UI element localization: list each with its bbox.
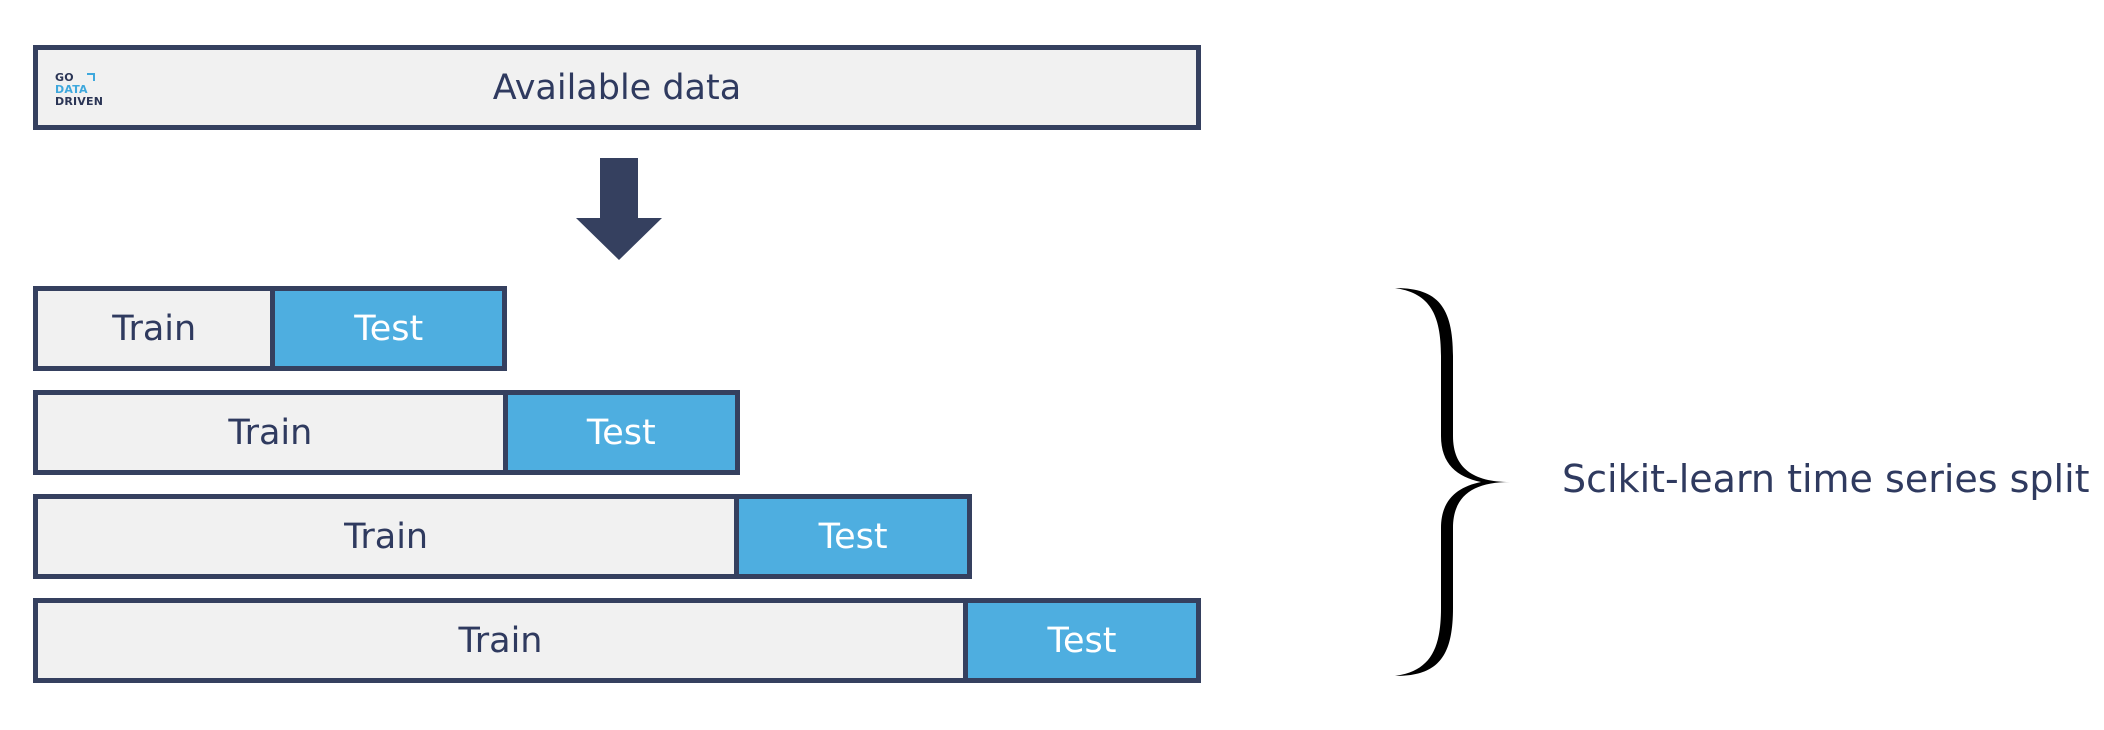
split-row-1: Train Test <box>33 286 507 371</box>
split-row-2: Train Test <box>33 390 740 475</box>
logo-line-1: GO <box>55 71 74 84</box>
train-segment: Train <box>38 499 735 574</box>
down-arrow-icon <box>576 158 662 260</box>
time-series-split-label: Scikit-learn time series split <box>1562 457 2090 501</box>
split-row-3: Train Test <box>33 494 972 579</box>
test-segment: Test <box>502 395 735 470</box>
train-segment: Train <box>38 603 963 678</box>
train-segment: Train <box>38 291 271 366</box>
logo-line-3: DRIVEN <box>55 95 104 108</box>
split-row-4: Train Test <box>33 598 1201 683</box>
available-data-label: Available data <box>492 67 742 108</box>
train-segment: Train <box>38 395 503 470</box>
test-segment: Test <box>734 499 967 574</box>
logo-line-2: DATA <box>55 83 88 96</box>
test-segment: Test <box>270 291 502 366</box>
available-data-box: GO DATA DRIVEN Available data <box>33 45 1201 130</box>
test-segment: Test <box>962 603 1196 678</box>
go-data-driven-logo: GO DATA DRIVEN <box>55 72 107 112</box>
right-curly-brace-icon <box>1395 288 1510 676</box>
logo-corner-mark <box>87 73 95 81</box>
